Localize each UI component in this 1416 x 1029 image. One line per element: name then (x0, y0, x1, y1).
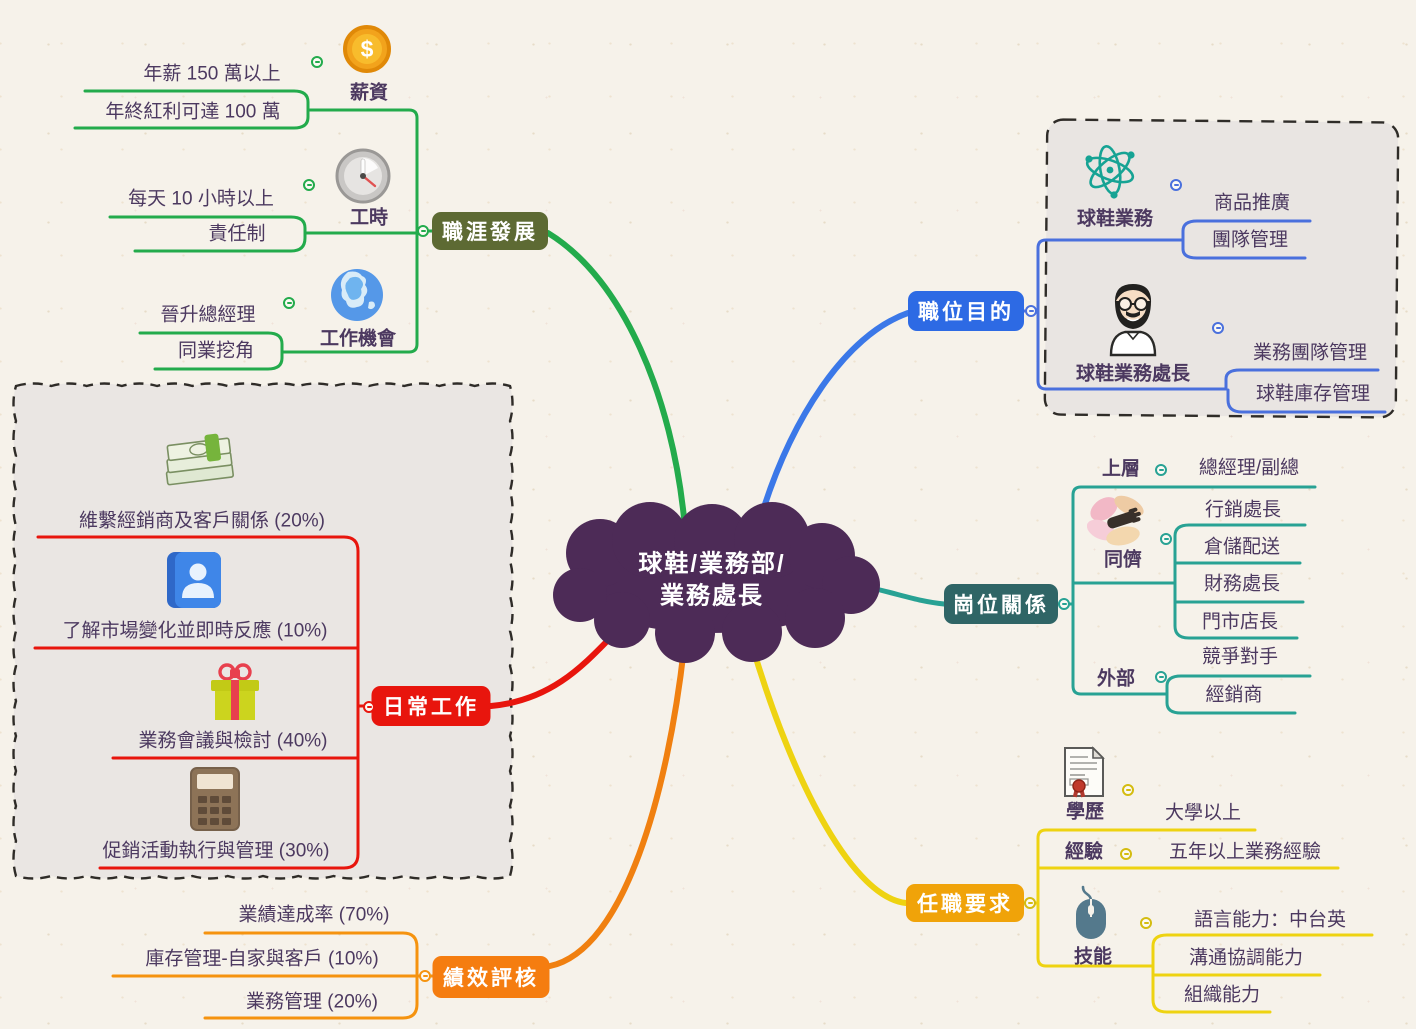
topic-salary-item-2[interactable]: 年終紅利可達 100 萬 (105, 101, 281, 123)
collapse-button-education[interactable] (1122, 784, 1134, 796)
collapse-button-sneaker-sales[interactable] (1170, 179, 1182, 191)
clock-icon (335, 148, 391, 204)
topic-hours[interactable]: 工時 (349, 207, 389, 229)
central-topic-line2: 業務處長 (660, 583, 764, 610)
collapse-button-upper-level[interactable] (1155, 464, 1167, 476)
branch-node-performance[interactable]: 績效評核 (432, 956, 550, 998)
topic-salary-item-1[interactable]: 年薪 150 萬以上 (143, 63, 281, 85)
branch-node-career[interactable]: 職涯發展 (432, 212, 548, 250)
topic-skills-item-1[interactable]: 語言能力：中台英 (1193, 909, 1347, 931)
topic-skills-item-2[interactable]: 溝通協調能力 (1188, 947, 1304, 969)
topic-hours-item-2[interactable]: 責任制 (208, 223, 266, 245)
collapse-button-opportunity[interactable] (283, 297, 295, 309)
topic-daily-item-3[interactable]: 業務會議與檢討 (40%) (138, 730, 328, 752)
globe-icon (331, 269, 383, 321)
topic-performance-item-2[interactable]: 庫存管理-自家與客戶 (10%) (145, 948, 379, 970)
topic-experience[interactable]: 經驗 (1064, 841, 1104, 863)
collapse-button-peers[interactable] (1160, 533, 1172, 545)
branch-node-purpose[interactable]: 職位目的 (908, 291, 1024, 331)
topic-peers-item-4[interactable]: 門市店長 (1201, 611, 1279, 633)
daily-group-box (12, 382, 514, 880)
collapse-button-purpose[interactable] (1025, 305, 1037, 317)
topic-external-item-2[interactable]: 經銷商 (1205, 684, 1263, 706)
topic-external[interactable]: 外部 (1096, 668, 1136, 690)
collapse-button-skills[interactable] (1140, 917, 1152, 929)
topic-peers[interactable]: 同儕 (1103, 549, 1143, 571)
svg-text:$: $ (361, 36, 374, 62)
central-topic-cloud[interactable] (553, 502, 880, 663)
purpose-branch-lines (1022, 219, 1387, 414)
topic-peers-item-1[interactable]: 行銷處長 (1204, 499, 1282, 521)
topic-sneaker-sales-item-2[interactable]: 團隊管理 (1211, 229, 1289, 251)
topic-education[interactable]: 學歷 (1065, 801, 1105, 823)
topic-experience-item-1[interactable]: 五年以上業務經驗 (1168, 841, 1322, 863)
collapse-button-performance[interactable] (419, 970, 431, 982)
collapse-button-daily[interactable] (363, 701, 375, 713)
performance-branch-lines (111, 931, 435, 1020)
topic-salary[interactable]: 薪資 (349, 82, 389, 104)
central-topic-line1: 球鞋/業務部/ (638, 550, 786, 578)
topic-performance-item-1[interactable]: 業績達成率 (70%) (238, 904, 390, 926)
topic-daily-item-2[interactable]: 了解市場變化並即時反應 (10%) (62, 620, 328, 642)
gift-icon (211, 663, 259, 720)
topic-opportunity-item-1[interactable]: 晉升總經理 (160, 304, 256, 326)
topic-hours-item-1[interactable]: 每天 10 小時以上 (128, 188, 274, 210)
branch-node-requirements[interactable]: 任職要求 (906, 884, 1024, 922)
topic-upper-level-item-1[interactable]: 總經理/副總 (1198, 457, 1300, 479)
topic-peers-item-2[interactable]: 倉儲配送 (1203, 536, 1281, 558)
coin-icon: $ (343, 25, 391, 73)
mouse-icon (1076, 885, 1106, 939)
topic-opportunity[interactable]: 工作機會 (319, 328, 397, 350)
branch-node-relations[interactable]: 崗位關係 (944, 584, 1058, 624)
hands-icon (1087, 495, 1144, 546)
topic-skills-item-3[interactable]: 組織能力 (1183, 984, 1261, 1006)
central-topic-title[interactable]: 球鞋/業務部/ 業務處長 (638, 549, 785, 614)
topic-sneaker-sales[interactable]: 球鞋業務 (1076, 208, 1154, 230)
topic-peers-item-3[interactable]: 財務處長 (1203, 573, 1281, 595)
topic-sneaker-sales-item-1[interactable]: 商品推廣 (1213, 192, 1291, 214)
topic-opportunity-item-2[interactable]: 同業挖角 (177, 340, 255, 362)
topic-sales-director[interactable]: 球鞋業務處長 (1075, 363, 1191, 385)
topic-external-item-1[interactable]: 競爭對手 (1201, 646, 1279, 668)
atom-icon (1085, 145, 1135, 199)
collapse-button-relations[interactable] (1058, 598, 1070, 610)
collapse-button-career[interactable] (417, 225, 429, 237)
topic-performance-item-3[interactable]: 業務管理 (20%) (246, 991, 378, 1013)
topic-daily-item-1[interactable]: 維繫經銷商及客戶關係 (20%) (79, 510, 325, 532)
collapse-button-external[interactable] (1155, 671, 1167, 683)
topic-sales-director-item-1[interactable]: 業務團隊管理 (1252, 342, 1368, 364)
collapse-button-experience[interactable] (1120, 848, 1132, 860)
collapse-button-requirements[interactable] (1024, 897, 1036, 909)
daily-branch-lines (33, 535, 374, 870)
topic-daily-item-4[interactable]: 促銷活動執行與管理 (30%) (102, 840, 330, 862)
topic-skills[interactable]: 技能 (1073, 946, 1113, 968)
person-icon (1109, 284, 1157, 357)
collapse-button-hours[interactable] (303, 179, 315, 191)
branch-node-daily[interactable]: 日常工作 (371, 686, 491, 726)
money-icon (165, 433, 235, 486)
main-branch-curves (488, 230, 947, 969)
topic-sales-director-item-2[interactable]: 球鞋庫存管理 (1255, 383, 1371, 405)
calculator-icon (190, 767, 240, 831)
topic-upper-level[interactable]: 上層 (1101, 458, 1141, 480)
diploma-icon (1064, 746, 1105, 798)
relations-branch-lines (1056, 485, 1317, 715)
contact-icon (167, 552, 221, 608)
topic-education-item-1[interactable]: 大學以上 (1164, 802, 1242, 824)
collapse-button-salary[interactable] (311, 56, 323, 68)
collapse-button-sales-director[interactable] (1212, 322, 1224, 334)
